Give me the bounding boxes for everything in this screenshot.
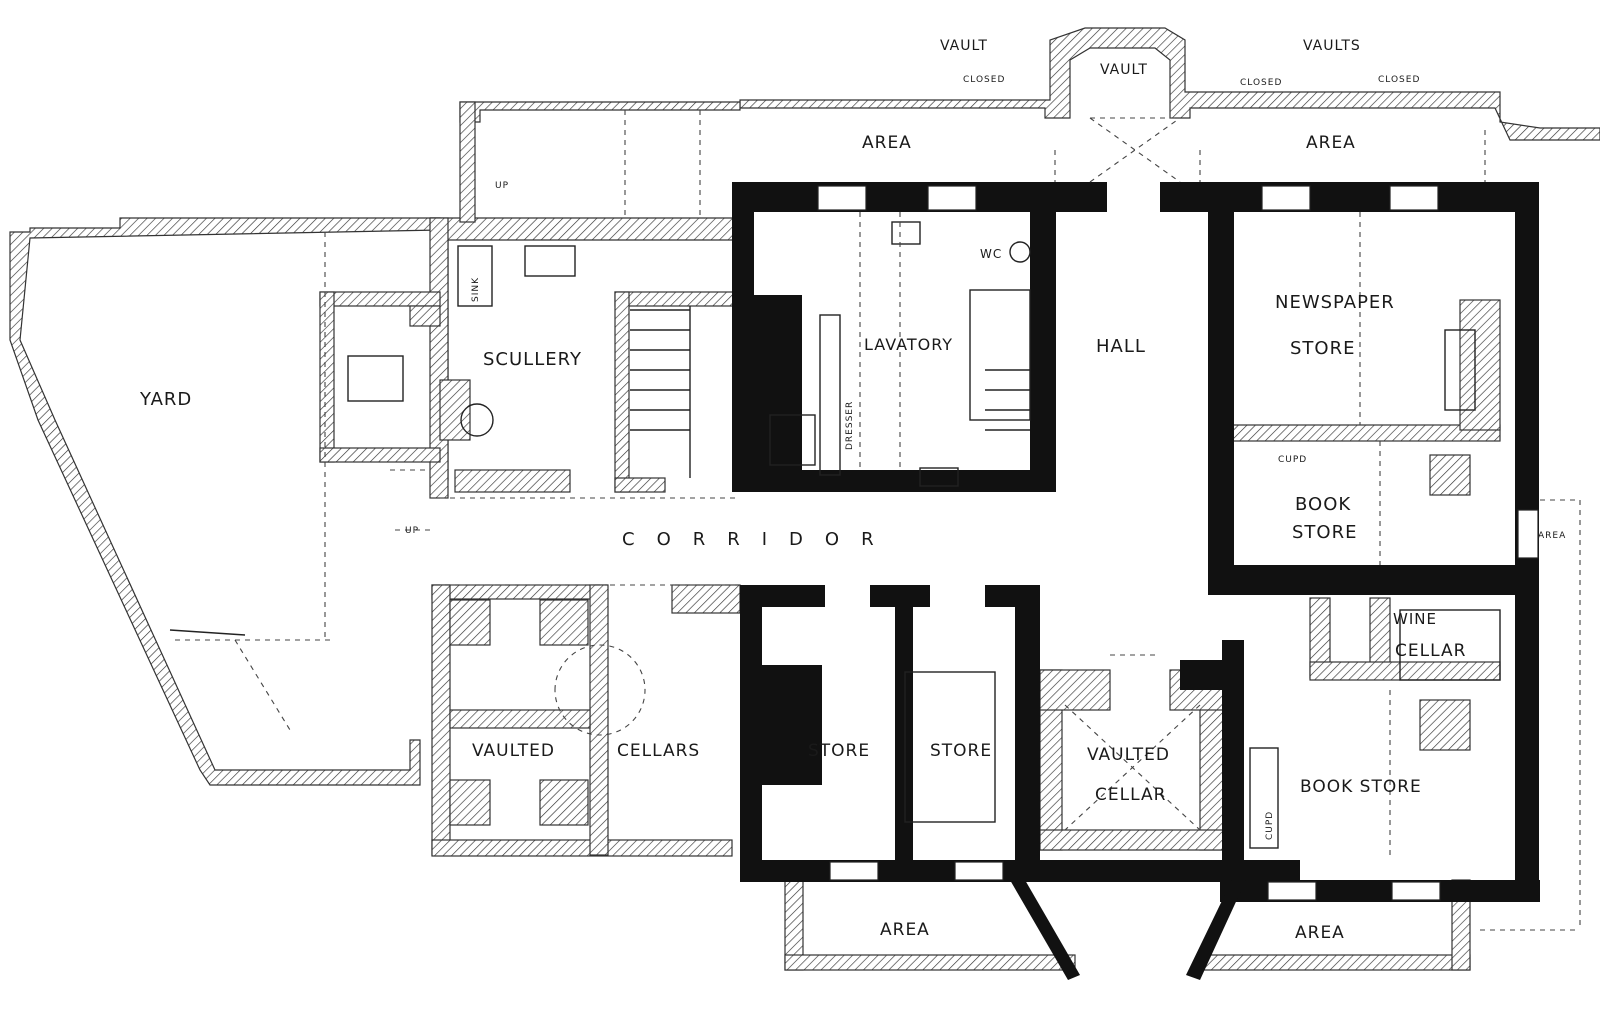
label-area-top-left: AREA bbox=[862, 133, 912, 153]
label-sink: SINK bbox=[471, 277, 481, 302]
label-wc: WC bbox=[980, 247, 1002, 261]
label-store-book: STORE bbox=[1292, 522, 1357, 543]
label-area-bottom-left: AREA bbox=[880, 920, 930, 940]
label-area-bottom-right: AREA bbox=[1295, 923, 1345, 943]
label-cellar: CELLAR bbox=[1095, 785, 1166, 805]
label-corridor: CORRIDOR bbox=[622, 529, 896, 550]
label-vault-center: VAULT bbox=[1100, 62, 1148, 78]
interior-fittings bbox=[169, 110, 1581, 931]
label-yard: YARD bbox=[139, 389, 192, 410]
label-vaulted-cellar: VAULTED bbox=[1087, 745, 1170, 765]
west-wing-walls bbox=[9, 27, 1600, 971]
room-labels: YARD SCULLERY SINK LAVATORY WC DRESSER H… bbox=[139, 38, 1566, 943]
label-store-right: STORE bbox=[930, 741, 992, 761]
label-book-store: BOOK STORE bbox=[1300, 777, 1422, 797]
label-store-left: STORE bbox=[808, 741, 870, 761]
label-book: BOOK bbox=[1295, 494, 1351, 515]
label-newspaper: NEWSPAPER bbox=[1275, 292, 1395, 313]
label-vaulted-cellars-1: VAULTED bbox=[472, 741, 555, 761]
label-up-1: UP bbox=[495, 181, 509, 191]
west-stair bbox=[630, 306, 691, 478]
label-closed-2: CLOSED bbox=[1240, 78, 1282, 88]
label-vault-left: VAULT bbox=[940, 38, 988, 54]
label-wine: WINE bbox=[1393, 610, 1437, 628]
label-dresser: DRESSER bbox=[845, 401, 855, 450]
label-hall: HALL bbox=[1096, 336, 1146, 357]
label-wine-cellar: CELLAR bbox=[1395, 641, 1466, 661]
main-block-walls bbox=[732, 182, 1540, 980]
label-cupd-side: CUPD bbox=[1265, 811, 1275, 840]
east-stair bbox=[969, 289, 1031, 431]
label-closed-3: CLOSED bbox=[1378, 75, 1420, 85]
label-scullery: SCULLERY bbox=[483, 349, 582, 370]
label-up-2: UP bbox=[405, 526, 419, 536]
label-closed-1: CLOSED bbox=[963, 75, 1005, 85]
label-area-top-right: AREA bbox=[1306, 133, 1356, 153]
label-lavatory: LAVATORY bbox=[864, 335, 953, 354]
label-area-side: AREA bbox=[1538, 531, 1566, 541]
label-cupd-top: CUPD bbox=[1278, 455, 1307, 465]
label-cellars: CELLARS bbox=[617, 741, 700, 761]
label-store-newspaper: STORE bbox=[1290, 338, 1355, 359]
label-vaults: VAULTS bbox=[1303, 38, 1361, 54]
